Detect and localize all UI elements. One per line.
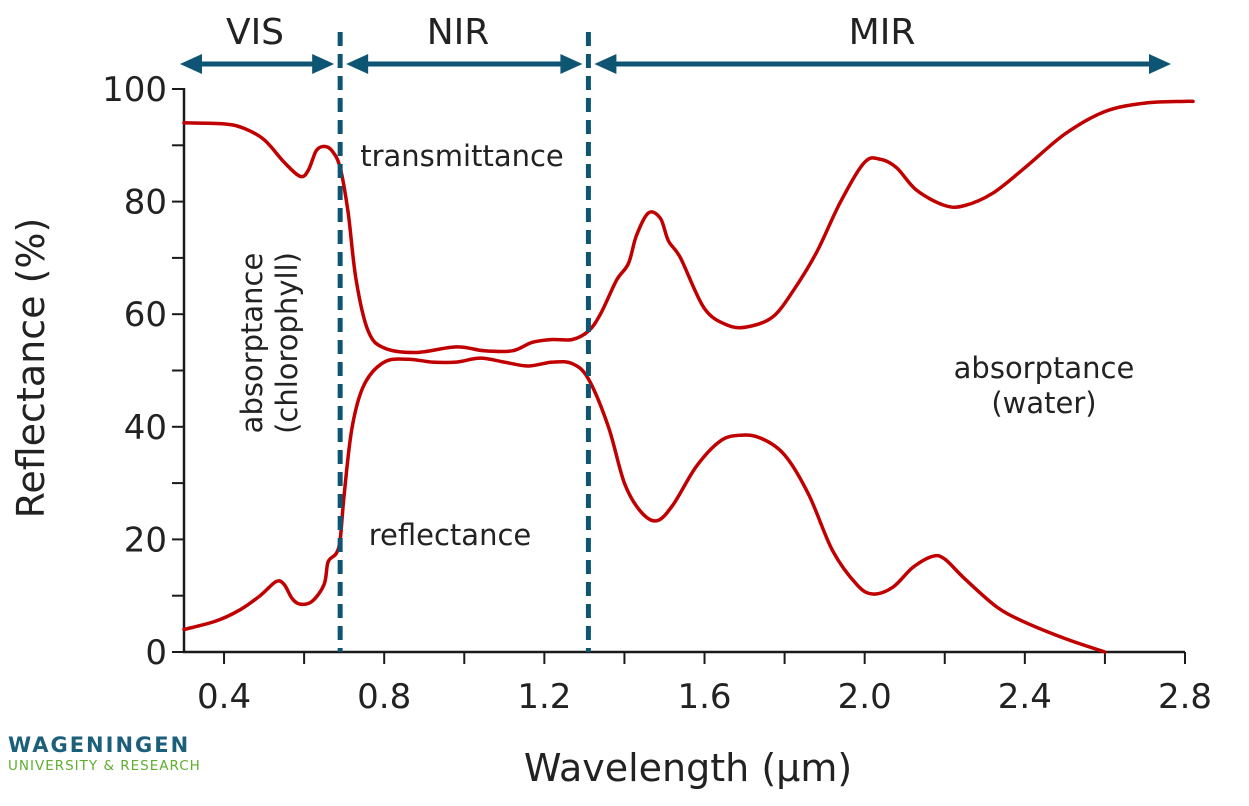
y-tick-label: 80 xyxy=(124,183,167,223)
region-arrow-head xyxy=(1148,54,1171,74)
annotation-absorptance-water: absorptance(water) xyxy=(954,351,1135,420)
x-tick-label: 0.4 xyxy=(197,677,251,717)
region-arrows xyxy=(180,54,1171,74)
x-tick-label: 1.6 xyxy=(677,677,731,717)
axes: 0 20 40 60 80 100 0.4 0.8 1.2 1.6 2.0 2.4 2.8 xyxy=(102,70,1212,717)
region-arrow-head xyxy=(312,54,335,74)
wur-logo: WAGENINGEN UNIVERSITY & RESEARCH xyxy=(8,733,201,775)
y-tick-label: 20 xyxy=(124,520,167,560)
region-arrow-head xyxy=(180,54,202,74)
upper-curve xyxy=(182,99,1195,355)
x-tick-label: 2.4 xyxy=(998,677,1052,717)
y-tick-label: 100 xyxy=(102,70,167,110)
x-tick-label: 2.0 xyxy=(838,677,892,717)
lower-curve xyxy=(182,356,1107,654)
y-tick-label: 0 xyxy=(145,633,167,673)
annotation-absorptance-chlorophyll: absorptance(chlorophyll) xyxy=(235,252,304,434)
annotation-transmittance: transmittance xyxy=(360,139,564,173)
x-tick-label: 2.8 xyxy=(1158,677,1212,717)
x-axis-title: Wavelength (μm) xyxy=(524,746,852,790)
annotation-reflectance: reflectance xyxy=(369,518,532,552)
region-label-mir: MIR xyxy=(849,12,916,53)
region-label-nir: NIR xyxy=(427,12,490,53)
region-dividers xyxy=(337,32,591,652)
x-tick-label: 1.2 xyxy=(517,677,571,717)
region-label-vis: VIS xyxy=(226,12,284,53)
region-arrow-head xyxy=(594,54,617,74)
logo-name: WAGENINGEN xyxy=(8,733,191,757)
region-arrow-head xyxy=(560,54,583,74)
x-tick-label: 0.8 xyxy=(357,677,411,717)
y-tick-label: 60 xyxy=(124,295,167,335)
y-tick-label: 40 xyxy=(124,408,167,448)
region-arrow-head xyxy=(346,54,369,74)
y-axis-title: Reflectance (%) xyxy=(9,218,53,519)
logo-subtitle: UNIVERSITY & RESEARCH xyxy=(8,758,201,774)
curves xyxy=(182,99,1195,654)
